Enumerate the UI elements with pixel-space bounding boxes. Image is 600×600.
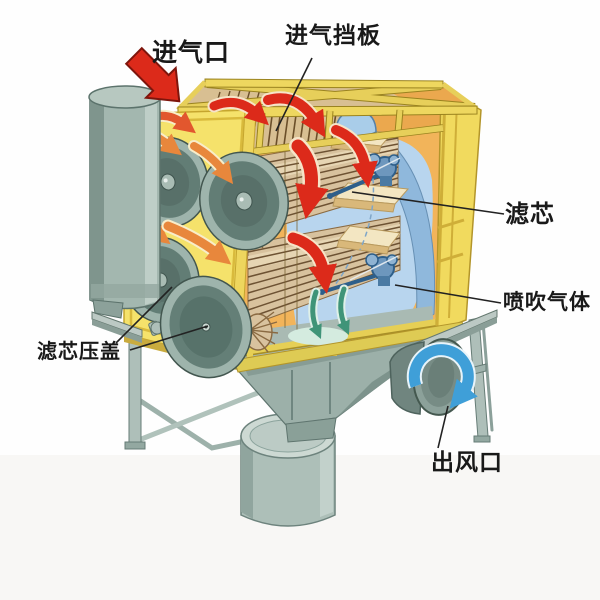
- leader-lines: [115, 57, 505, 449]
- leader-filter-cartridge: [351, 191, 505, 215]
- label-filter-cartridge: 滤芯: [505, 201, 555, 228]
- label-intake-baffle: 进气挡板: [285, 22, 381, 48]
- pulse-valve-lower: [319, 253, 399, 295]
- cabinet: [122, 78, 482, 379]
- inlet-flow-arrow-icon: [124, 46, 181, 103]
- leader-cover-1: [115, 286, 173, 344]
- leader-pulse-gas: [394, 284, 502, 304]
- outlet-flow-arrow-icon: [408, 344, 478, 409]
- outlet-duct: [389, 338, 478, 416]
- label-pulse-gas: 喷吹气体: [503, 291, 591, 314]
- leader-intake-baffle: [275, 57, 313, 132]
- label-inlet: 进气口: [152, 39, 231, 67]
- inlet-duct: [88, 85, 162, 319]
- internal-flow-red-arrows: [207, 91, 378, 294]
- label-outlet: 出风口: [431, 449, 503, 475]
- pulse-gas-green-arrows: [308, 284, 350, 339]
- leader-outlet: [437, 405, 449, 449]
- label-cartridge-cover: 滤芯压盖: [37, 341, 121, 363]
- leader-cover-2: [129, 325, 209, 351]
